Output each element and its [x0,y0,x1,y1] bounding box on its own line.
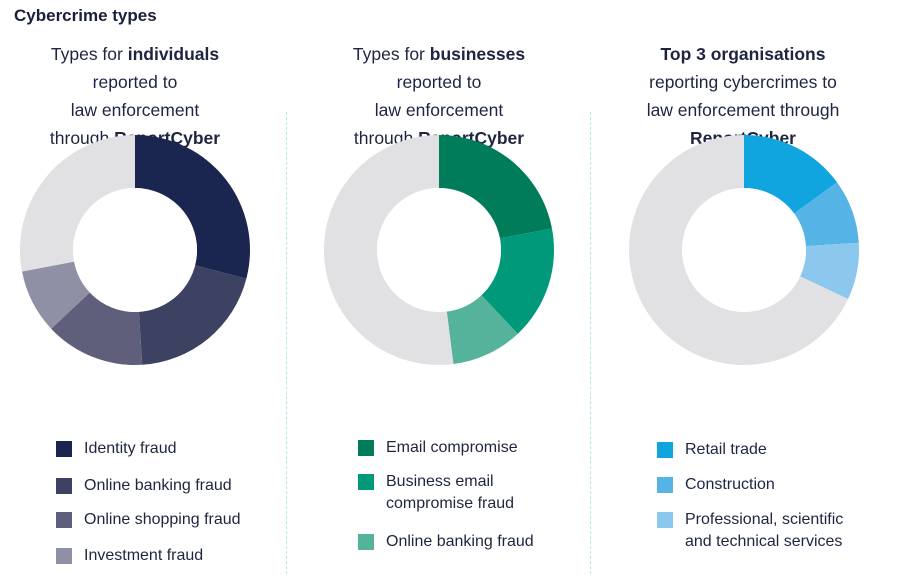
donut-slice-remainder [323,135,454,365]
legend-label: Construction [685,476,775,493]
donut-slice-online-shopping-fraud [51,292,143,365]
individuals-panel: Types for individuals reported to law en… [0,40,285,156]
legend-label-line: Professional, scientific [685,511,844,528]
legend-swatch [56,441,72,457]
donut-slice-identity-fraud [135,135,251,279]
legend-item: Online banking fraud [358,531,534,553]
legend-item: Online banking fraud [56,475,232,497]
legend-swatch [657,477,673,493]
donut-slice-professional-scientific-and-technical-services [800,242,859,299]
individuals-donut-chart [19,135,251,365]
donut-slice-construction [794,182,859,247]
legend-item: Online shopping fraud [56,509,241,531]
donut-slice-remainder [629,135,849,365]
legend-label: Online banking fraud [84,477,232,494]
donut-slice-email-compromise [439,135,552,239]
donut-slice-online-banking-fraud [138,265,247,365]
legend-swatch [657,512,673,528]
legend-item: Email compromise [358,437,518,459]
donut-hole [73,188,197,312]
donut-hole [682,188,806,312]
legend-item: Investment fraud [56,545,203,567]
legend-label-line: compromise fraud [386,495,515,512]
donut-slice-business-email-compromise-fraud [481,228,554,334]
panel-divider [590,112,591,574]
legend-swatch [358,534,374,550]
panel-divider [286,112,287,574]
donut-hole [377,188,501,312]
legend-item: Professional, scientific and technical se… [657,509,843,553]
legend-item: Construction [657,474,775,496]
businesses-donut-chart [323,135,554,365]
legend-swatch [657,442,673,458]
legend-item: Identity fraud [56,438,177,460]
organisations-donut-chart [629,135,859,365]
legend-label: Investment fraud [84,547,204,564]
donut-slice-remainder [19,135,136,272]
legend-label: Online shopping fraud [84,511,241,528]
legend-label-line: and technical services [685,533,843,550]
donut-slice-retail-trade [744,135,838,214]
legend-label: Email compromise [386,439,518,456]
donut-slice-online-banking-fraud [446,295,518,365]
legend-label: Business email compromise fraud [386,471,514,515]
legend-item: Business email compromise fraud [358,471,514,515]
legend-label: Professional, scientific and technical se… [685,509,843,553]
page-title: Cybercrime types [14,6,157,25]
legend-item: Retail trade [657,439,767,461]
legend-swatch [56,548,72,564]
legend-swatch [358,474,374,490]
legend-label: Online banking fraud [386,533,534,550]
legend-label-line: Business email [386,473,494,490]
donut-slice-investment-fraud [22,261,90,329]
legend-label: Identity fraud [84,440,177,457]
legend-label: Retail trade [685,441,767,458]
legend-swatch [358,440,374,456]
legend-swatch [56,478,72,494]
legend-swatch [56,512,72,528]
individuals-heading: Types for individuals reported to law en… [49,44,221,148]
